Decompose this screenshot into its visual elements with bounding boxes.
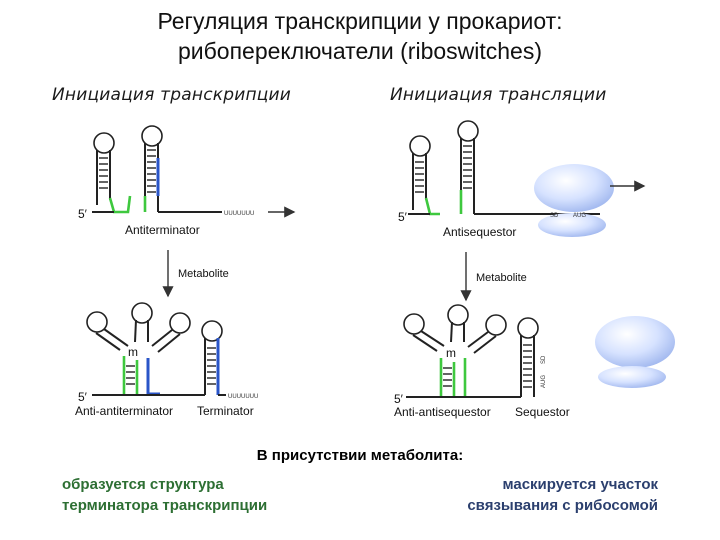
antiterminator-label: Antiterminator: [125, 223, 200, 237]
metabolite-symbol-left: m: [128, 345, 138, 359]
left-note-line-2: терминатора транскрипции: [62, 497, 268, 514]
sd-label: SD: [550, 213, 559, 219]
sd-vertical-label: SD: [541, 355, 547, 364]
caption: В присутствии метаболита:: [256, 447, 464, 464]
metabolite-label-left: Metabolite: [178, 268, 229, 280]
sequestor-label: Sequestor: [515, 405, 570, 419]
antiterminator-structure: [92, 125, 296, 218]
aug-vertical-label: AUG: [541, 375, 547, 388]
anti-antiterminator-label: Anti-antiterminator: [75, 404, 173, 418]
slide-title-line-2: рибопереключатели (riboswitches): [177, 38, 542, 64]
left-note-line-1: образуется структура: [62, 476, 224, 493]
ribosome-large-subunit: [534, 164, 614, 212]
ribosome-large-free: [595, 316, 675, 368]
anti-antiterminator-structure: m: [86, 302, 226, 396]
left-panel-heading: Инициация транскрипции: [52, 85, 292, 105]
uuu-tail-label: UUUUUUU: [224, 211, 254, 217]
metabolite-label-right: Metabolite: [476, 272, 527, 284]
anti-antisequestor-structure: m: [403, 304, 539, 398]
slide-title-line-1: Регуляция транскрипции у прокариот:: [157, 8, 563, 34]
terminator-label: Terminator: [197, 404, 254, 418]
uuu-tail-label-2: UUUUUUU: [228, 394, 258, 400]
right-panel-heading: Инициация трансляции: [390, 85, 607, 105]
left-note: образуется структура терминатора транскр…: [62, 474, 267, 516]
antisequestor-label: Antisequestor: [443, 225, 516, 239]
ribosome-small-free: [598, 366, 666, 388]
metabolite-symbol-right: m: [446, 346, 456, 360]
right-note-line-1: маскируется участок: [502, 476, 658, 493]
five-prime-label-4: 5′: [394, 392, 404, 406]
aug-label: AUG: [573, 213, 586, 219]
right-note: маскируется участок связывания с рибосом…: [467, 474, 658, 516]
five-prime-label-3: 5′: [398, 210, 408, 224]
five-prime-label: 5′: [78, 207, 88, 221]
five-prime-label-2: 5′: [78, 390, 88, 404]
right-note-line-2: связывания с рибосомой: [467, 497, 658, 514]
anti-antisequestor-label: Anti-antisequestor: [394, 405, 491, 419]
ribosome-small-subunit: [538, 213, 606, 237]
